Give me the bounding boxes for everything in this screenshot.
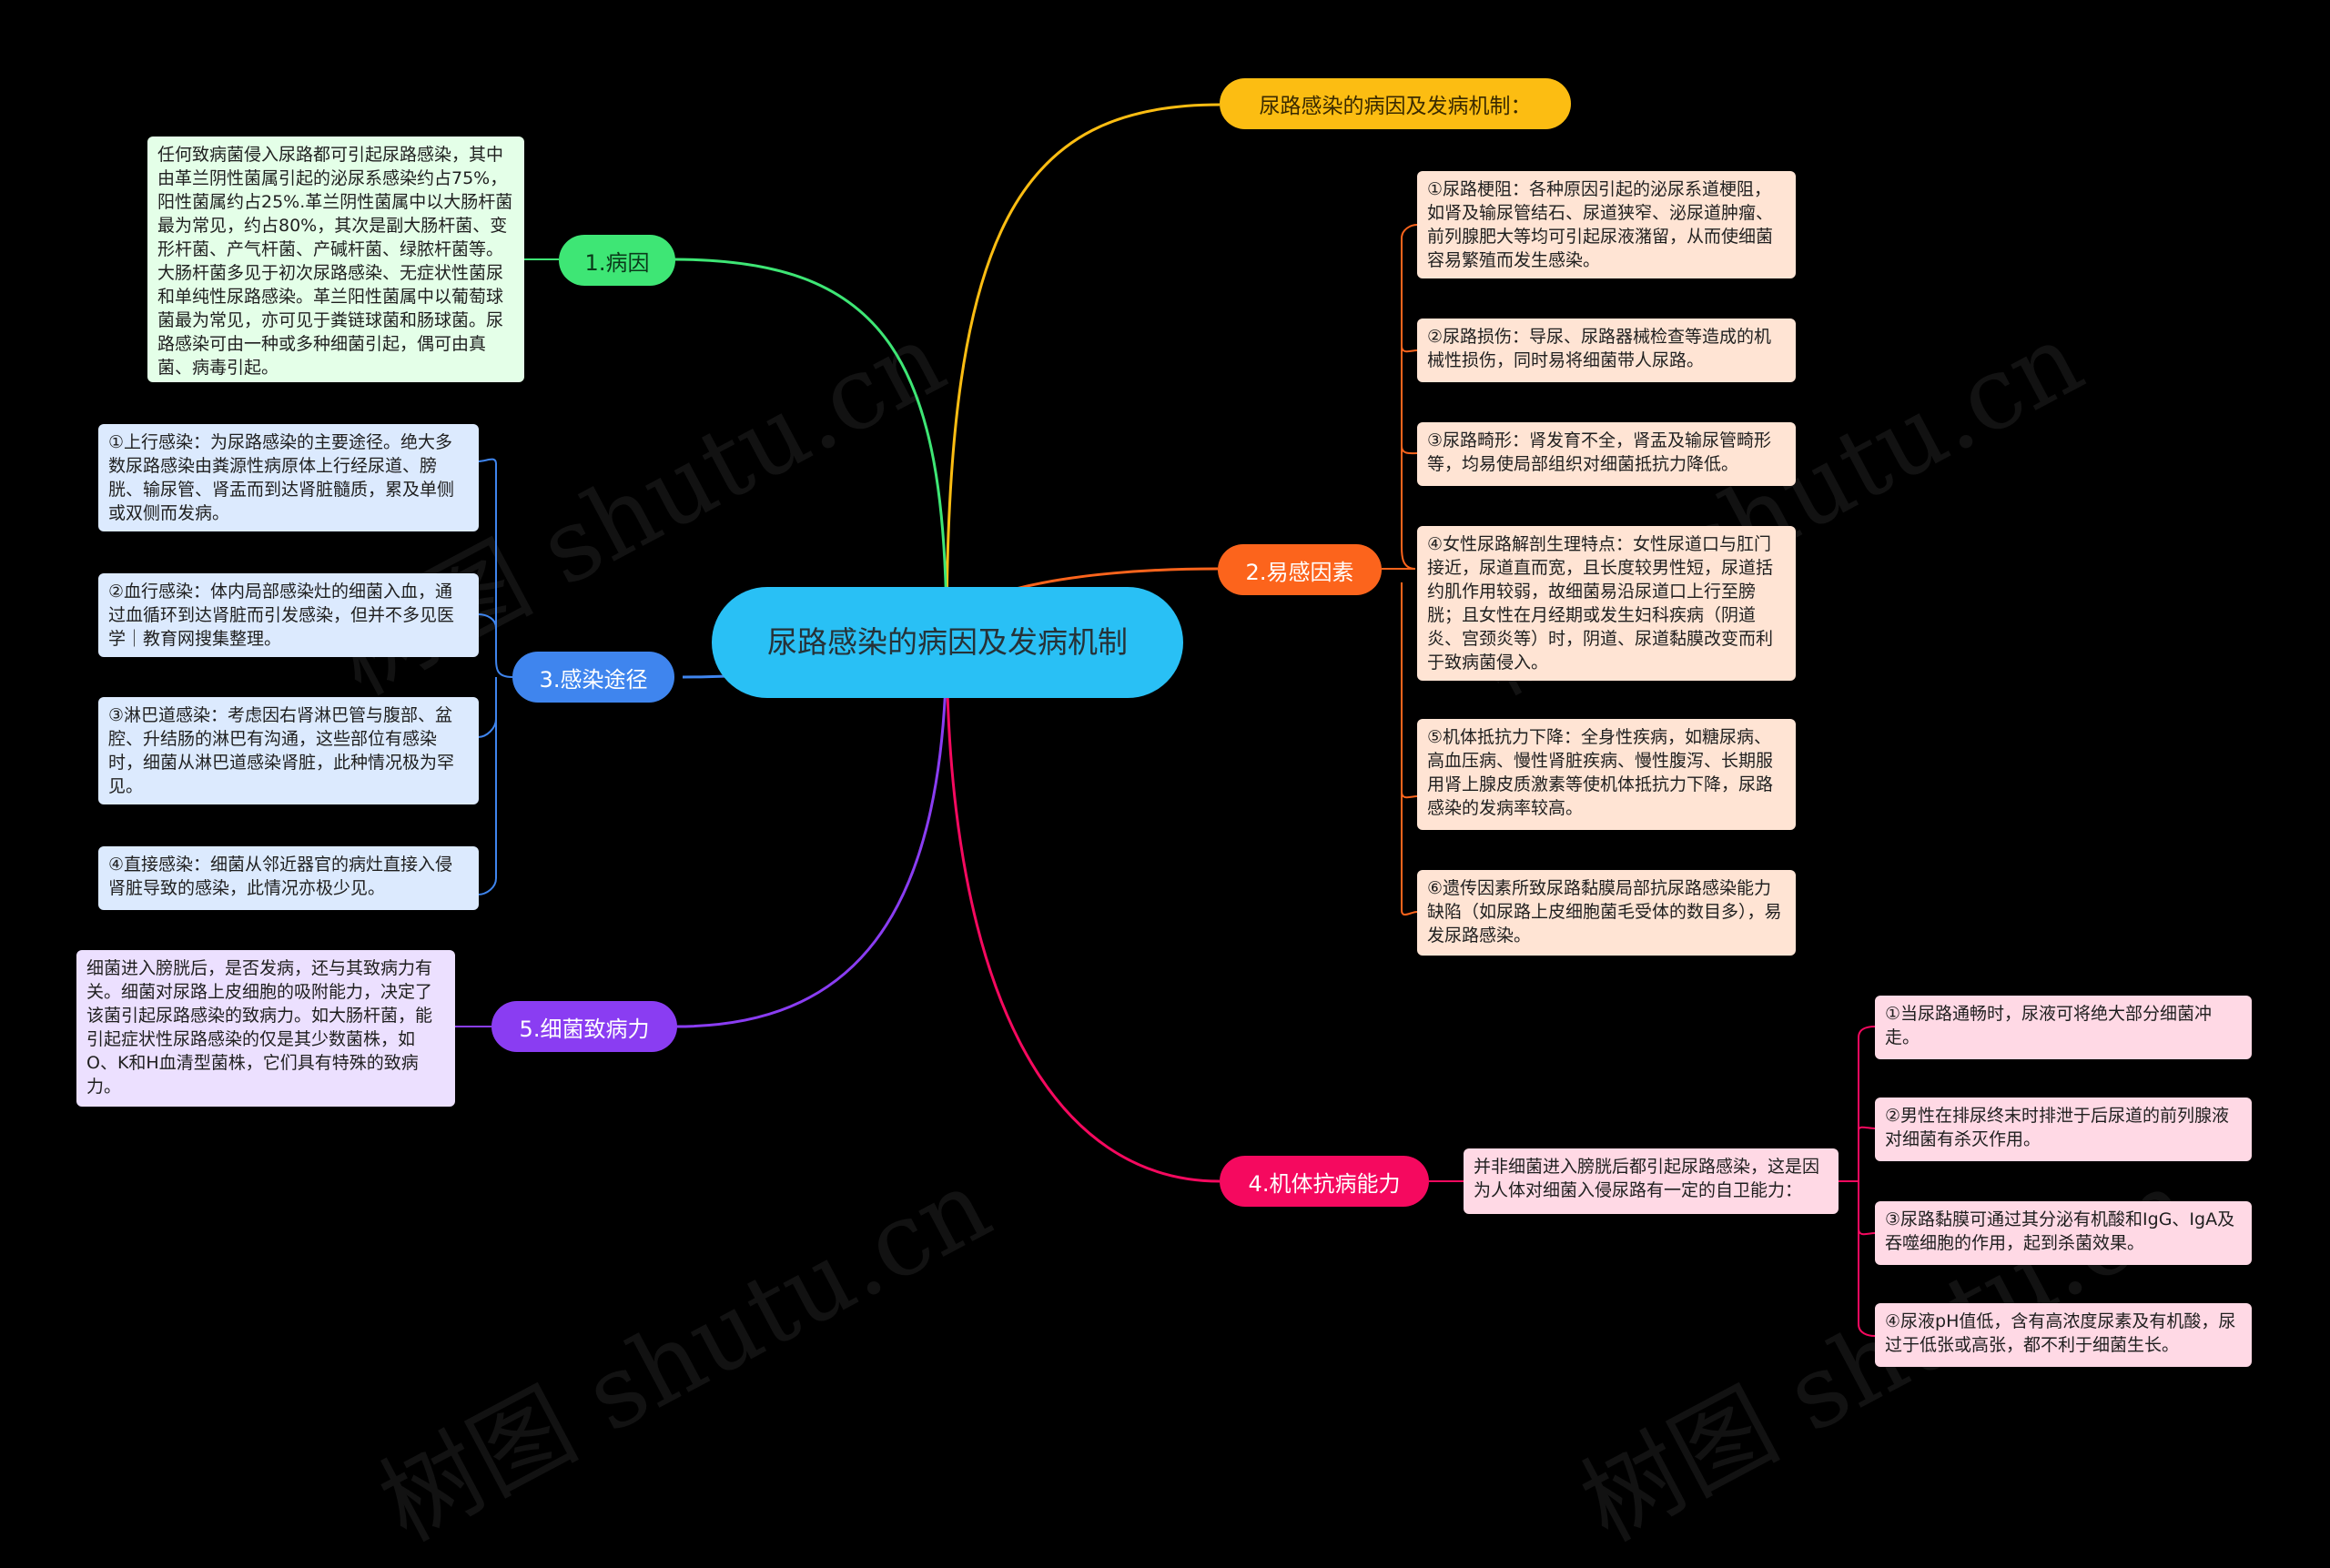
link-cause <box>673 258 948 638</box>
branch-cause-label: 1.病因 <box>584 249 650 276</box>
susceptible-note-1: ①尿路梗阻：各种原因引起的泌尿系道梗阻，如肾及输尿管结石、尿道狭窄、泌尿道肿瘤、… <box>1417 171 1796 278</box>
link-resistance <box>945 636 1221 1183</box>
susceptible-note-4: ④女性尿路解剖生理特点：女性尿道口与肛门接近，尿道直而宽，且长度较男性短，尿道括… <box>1417 526 1796 681</box>
branch-resistance[interactable]: 4.机体抗病能力 <box>1220 1156 1429 1207</box>
bracket-susceptible <box>1382 224 1418 916</box>
susceptible-note-5: ⑤机体抵抗力下降：全身性疾病，如糖尿病、高血压病、慢性肾脏疾病、慢性腹泻、长期服… <box>1417 719 1796 830</box>
route-note-4: ④直接感染：细菌从邻近器官的病灶直接入侵肾脏导致的感染，此情况亦极少见。 <box>98 846 479 910</box>
route-note-1: ①上行感染：为尿路感染的主要途径。绝大多数尿路感染由粪源性病原体上行经尿道、膀胱… <box>98 424 479 531</box>
cause-note: 任何致病菌侵入尿路都可引起尿路感染，其中由革兰阴性菌属引起的泌尿系感染约占75%… <box>147 137 524 382</box>
branch-susceptible[interactable]: 2.易感因素 <box>1218 544 1382 595</box>
mindmap-canvas: 树图 shutu.cn 树图 shutu.cn 树图 shutu.cn 树图 s… <box>76 78 2252 1563</box>
resistance-note-1: ①当尿路通畅时，尿液可将绝大部分细菌冲走。 <box>1875 996 2252 1059</box>
virulence-note: 细菌进入膀胱后，是否发病，还与其致病力有关。细菌对尿路上皮细胞的吸附能力，决定了… <box>76 950 455 1107</box>
bracket-route <box>477 458 513 895</box>
link-virulence <box>675 636 948 1028</box>
branch-resistance-label: 4.机体抗病能力 <box>1248 1170 1401 1197</box>
resistance-note-4: ④尿液pH值低，含有高浓度尿素及有机酸，尿过于低张或高张，都不利于细菌生长。 <box>1875 1303 2252 1367</box>
branch-top-title[interactable]: 尿路感染的病因及发病机制： <box>1220 78 1571 129</box>
route-note-3: ③淋巴道感染：考虑因右肾淋巴管与腹部、盆腔、升结肠的淋巴有沟通，这些部位有感染时… <box>98 697 479 804</box>
branch-virulence[interactable]: 5.细菌致病力 <box>491 1001 677 1052</box>
resistance-note-3: ③尿路黏膜可通过其分泌有机酸和IgG、IgA及吞噬细胞的作用，起到杀菌效果。 <box>1875 1201 2252 1265</box>
branch-top-title-label: 尿路感染的病因及发病机制： <box>1259 95 1532 118</box>
susceptible-note-2: ②尿路损伤：导尿、尿路器械检查等造成的机械性损伤，同时易将细菌带人尿路。 <box>1417 319 1796 382</box>
link-top <box>945 103 1221 638</box>
resistance-intro: 并非细菌进入膀胱后都引起尿路感染，这是因为人体对细菌入侵尿路有一定的自卫能力： <box>1464 1148 1839 1214</box>
branch-susceptible-label: 2.易感因素 <box>1245 559 1354 585</box>
branch-cause[interactable]: 1.病因 <box>559 235 675 286</box>
connector-lines <box>455 103 1876 1337</box>
susceptible-note-3: ③尿路畸形：肾发育不全，肾盂及输尿管畸形等，均易使局部组织对细菌抵抗力降低。 <box>1417 422 1796 486</box>
resistance-note-2: ②男性在排尿终末时排泄于后尿道的前列腺液对细菌有杀灭作用。 <box>1875 1098 2252 1161</box>
branch-virulence-label: 5.细菌致病力 <box>519 1016 650 1042</box>
center-topic-label: 尿路感染的病因及发病机制 <box>767 624 1128 660</box>
bracket-resistance <box>1839 1026 1876 1337</box>
route-note-2: ②血行感染：体内局部感染灶的细菌入血，通过血循环到达肾脏而引发感染，但并不多见医… <box>98 573 479 657</box>
branch-route-label: 3.感染途径 <box>539 666 648 693</box>
susceptible-note-6: ⑥遗传因素所致尿路黏膜局部抗尿路感染能力缺陷（如尿路上皮细胞菌毛受体的数目多），… <box>1417 870 1796 956</box>
branch-route[interactable]: 3.感染途径 <box>512 652 674 703</box>
center-topic[interactable]: 尿路感染的病因及发病机制 <box>712 587 1183 698</box>
